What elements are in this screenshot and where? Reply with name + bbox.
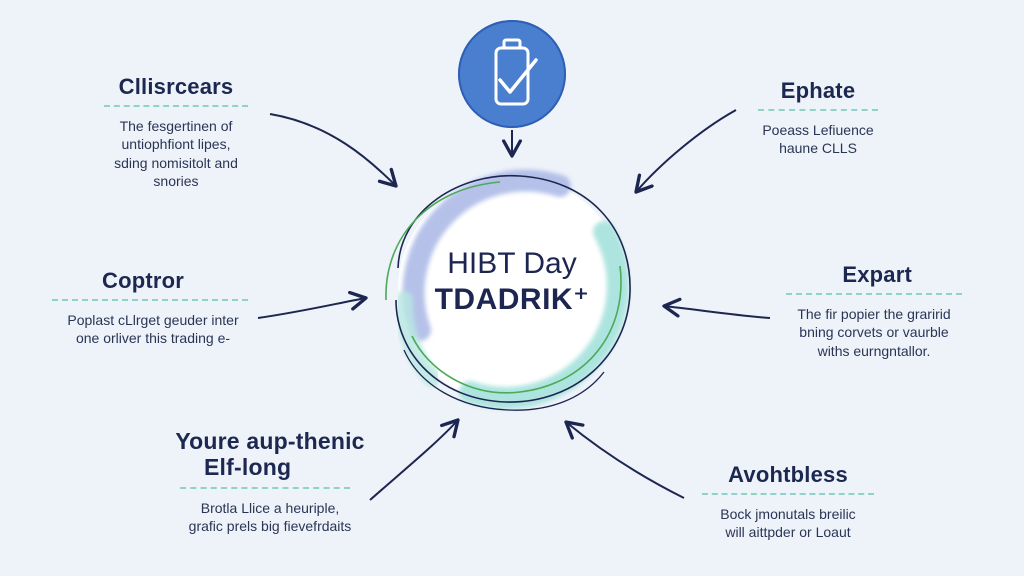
- node-top-right-desc-line: haune CLLS: [779, 140, 857, 157]
- hub-title: HIBT Day TDADRIK⁺: [412, 246, 612, 318]
- arrow-top-right: [634, 109, 737, 194]
- node-mid-left: Coptror Poplast cLlrget geuder inter one…: [40, 268, 266, 348]
- node-bottom-right-divider: [702, 493, 874, 496]
- node-top-left-title: Cllisrcears: [118, 74, 234, 99]
- node-top-left-desc-line: untiophfiont lipes,: [121, 136, 231, 153]
- arrow-top-left: [269, 113, 398, 188]
- node-bottom-left-divider: [180, 486, 350, 489]
- node-mid-right-desc: The fir popier the graririd bning corvet…: [780, 305, 968, 360]
- node-bottom-right: Avohtbless Bock jmonutals breilic will a…: [696, 462, 880, 542]
- node-top-right-desc-line: Poeass Lefiuence: [762, 122, 874, 139]
- node-top-left: Cllisrcears The fesgertinen of untiophfi…: [96, 74, 256, 190]
- battery-check-icon: [494, 38, 538, 106]
- hub-title-line2: TDADRIK⁺: [434, 283, 590, 316]
- arrow-mid-right: [662, 297, 771, 319]
- node-bottom-left-title-line: Elf-long: [204, 454, 292, 481]
- hub-title-line1: HIBT Day: [447, 247, 577, 280]
- battery-check-badge: [458, 20, 566, 128]
- node-mid-left-divider: [52, 299, 248, 302]
- node-mid-right-desc-line: bning corvets or vaurble: [799, 324, 949, 341]
- node-top-left-desc-line: The fesgertinen of: [119, 118, 233, 135]
- node-bottom-left-desc-line: Brotla Llice a heuriple,: [200, 499, 340, 516]
- node-mid-right-desc-line: The fir popier the graririd: [797, 306, 951, 323]
- arrow-bottom-right: [564, 420, 685, 499]
- node-top-right-title: Ephate: [780, 78, 856, 103]
- node-top-right-divider: [758, 109, 878, 112]
- node-bottom-right-desc: Bock jmonutals breilic will aittpder or …: [696, 505, 880, 541]
- node-mid-right: Expart The fir popier the graririd bning…: [780, 262, 968, 360]
- node-bottom-right-title: Avohtbless: [728, 462, 848, 487]
- node-bottom-left-title-line: Youre aup-thenic: [175, 428, 365, 454]
- node-bottom-left-desc: Brotla Llice a heuriple, grafic prels bi…: [160, 499, 380, 535]
- arrow-mid-left: [257, 290, 368, 319]
- node-top-right-desc: Poeass Lefiuence haune CLLS: [748, 121, 888, 157]
- hub-ring: [385, 169, 631, 411]
- node-mid-right-desc-line: withs eurngntallor.: [817, 342, 931, 359]
- node-bottom-left: Youre aup-thenic Elf-long Brotla Llice a…: [160, 428, 380, 535]
- node-mid-left-title: Coptror: [102, 268, 185, 293]
- node-bottom-right-desc-line: will aittpder or Loaut: [725, 524, 851, 541]
- node-top-right: Ephate Poeass Lefiuence haune CLLS: [748, 78, 888, 158]
- node-mid-right-title: Expart: [842, 262, 912, 287]
- node-top-left-divider: [104, 105, 248, 108]
- node-mid-left-desc: Poplast cLlrget geuder inter one orliver…: [40, 311, 266, 347]
- node-top-left-desc-line: sding nomisitolt and: [114, 154, 238, 171]
- arrow-bottom-left: [369, 418, 460, 501]
- node-mid-right-divider: [786, 293, 962, 296]
- node-bottom-right-desc-line: Bock jmonutals breilic: [720, 506, 856, 523]
- node-bottom-left-desc-line: grafic prels big fievefrdaits: [188, 518, 352, 535]
- node-top-left-desc: The fesgertinen of untiophfiont lipes, s…: [96, 117, 256, 190]
- node-mid-left-desc-line: Poplast cLlrget geuder inter: [67, 312, 239, 329]
- node-mid-left-desc-line: one orliver this trading e-: [75, 330, 231, 347]
- node-bottom-left-title: Youre aup-thenic Elf-long: [160, 428, 380, 481]
- node-top-left-desc-line: snories: [153, 172, 199, 189]
